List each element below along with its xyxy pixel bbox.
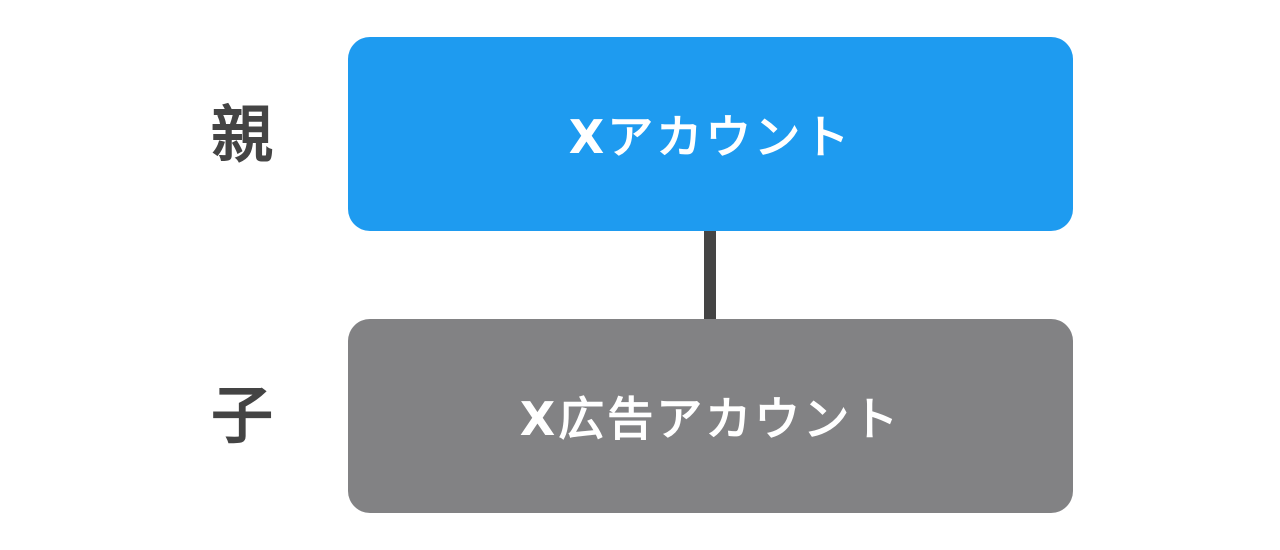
parent-label: 親 bbox=[210, 98, 273, 171]
x-account-label: Xアカウント bbox=[568, 110, 853, 164]
parent-child-connector bbox=[704, 231, 716, 319]
x-account-box: Xアカウント bbox=[348, 37, 1073, 231]
x-ads-account-box: X広告アカウント bbox=[348, 319, 1073, 513]
x-ads-account-label: X広告アカウント bbox=[519, 392, 902, 446]
child-label: 子 bbox=[210, 379, 273, 452]
